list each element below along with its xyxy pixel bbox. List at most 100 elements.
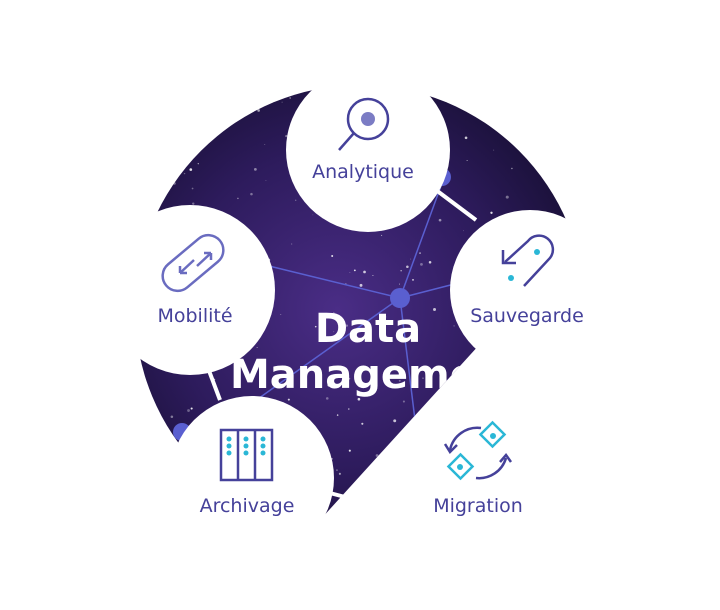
magnifier-icon	[338, 97, 390, 151]
star	[192, 202, 195, 205]
node-label-archivage: Archivage	[200, 495, 295, 517]
star	[380, 524, 382, 526]
star	[488, 394, 490, 396]
star	[459, 370, 461, 372]
star	[538, 384, 541, 387]
node-label-mobilite: Mobilité	[157, 305, 232, 327]
star	[483, 412, 487, 416]
star	[148, 434, 152, 439]
star	[135, 197, 137, 199]
network-hub	[390, 288, 410, 308]
star	[265, 180, 267, 181]
star	[452, 453, 457, 457]
star	[430, 93, 432, 94]
star	[250, 192, 253, 196]
star	[338, 332, 342, 335]
star	[519, 419, 522, 422]
star	[264, 143, 266, 145]
star	[253, 167, 257, 171]
star	[336, 469, 338, 471]
star	[256, 347, 258, 349]
star	[500, 413, 504, 417]
star	[197, 163, 199, 165]
star	[338, 472, 341, 475]
star	[530, 451, 533, 454]
star	[433, 308, 436, 311]
star	[363, 270, 366, 274]
star	[520, 103, 522, 105]
star	[577, 167, 579, 169]
star	[425, 502, 427, 504]
star	[574, 482, 576, 484]
star	[333, 331, 335, 333]
star	[566, 90, 568, 92]
star	[571, 135, 574, 138]
star	[574, 360, 577, 363]
star	[579, 522, 580, 523]
star	[376, 460, 378, 462]
star	[285, 134, 288, 138]
star	[189, 168, 193, 171]
star	[402, 400, 405, 403]
star	[207, 106, 208, 107]
star	[579, 91, 581, 93]
server-rack-icon	[219, 428, 274, 482]
star	[130, 519, 133, 520]
star	[437, 90, 439, 92]
star	[364, 486, 368, 490]
star	[348, 377, 351, 380]
star	[453, 95, 455, 97]
star	[361, 422, 364, 425]
star	[385, 339, 387, 340]
bidirectional-arrows-icon	[161, 233, 225, 293]
star	[321, 330, 325, 334]
star	[566, 422, 568, 424]
star	[183, 172, 186, 175]
star	[281, 101, 283, 103]
star	[291, 243, 293, 245]
star	[431, 473, 434, 476]
star	[464, 136, 468, 140]
star	[331, 254, 334, 257]
star	[435, 90, 437, 93]
star	[345, 324, 349, 327]
node-label-migration: Migration	[433, 495, 523, 517]
star	[383, 315, 387, 319]
star	[510, 522, 513, 525]
star	[321, 327, 323, 330]
star	[140, 156, 143, 160]
star	[546, 441, 548, 443]
star	[162, 187, 164, 189]
star	[393, 419, 397, 423]
star	[237, 197, 239, 200]
star	[357, 397, 361, 401]
star	[164, 137, 166, 139]
star	[336, 414, 339, 416]
star	[191, 187, 194, 190]
star	[314, 325, 317, 328]
node-label-analytique: Analytique	[312, 161, 414, 183]
node-label-sauvegarde: Sauvegarde	[470, 305, 584, 327]
star	[353, 269, 356, 272]
star	[505, 195, 509, 199]
star	[433, 472, 435, 474]
star	[406, 265, 409, 269]
star	[482, 380, 485, 383]
star	[333, 312, 335, 314]
star	[165, 477, 166, 479]
star	[312, 214, 314, 216]
star	[519, 479, 523, 483]
star	[190, 407, 193, 410]
star	[490, 211, 493, 214]
star	[410, 258, 412, 260]
star	[534, 146, 536, 148]
star	[511, 167, 513, 170]
star	[173, 182, 176, 185]
star	[327, 383, 331, 387]
star	[262, 361, 265, 364]
star	[441, 406, 445, 410]
star	[372, 275, 374, 276]
star	[572, 439, 576, 443]
star	[167, 152, 169, 154]
